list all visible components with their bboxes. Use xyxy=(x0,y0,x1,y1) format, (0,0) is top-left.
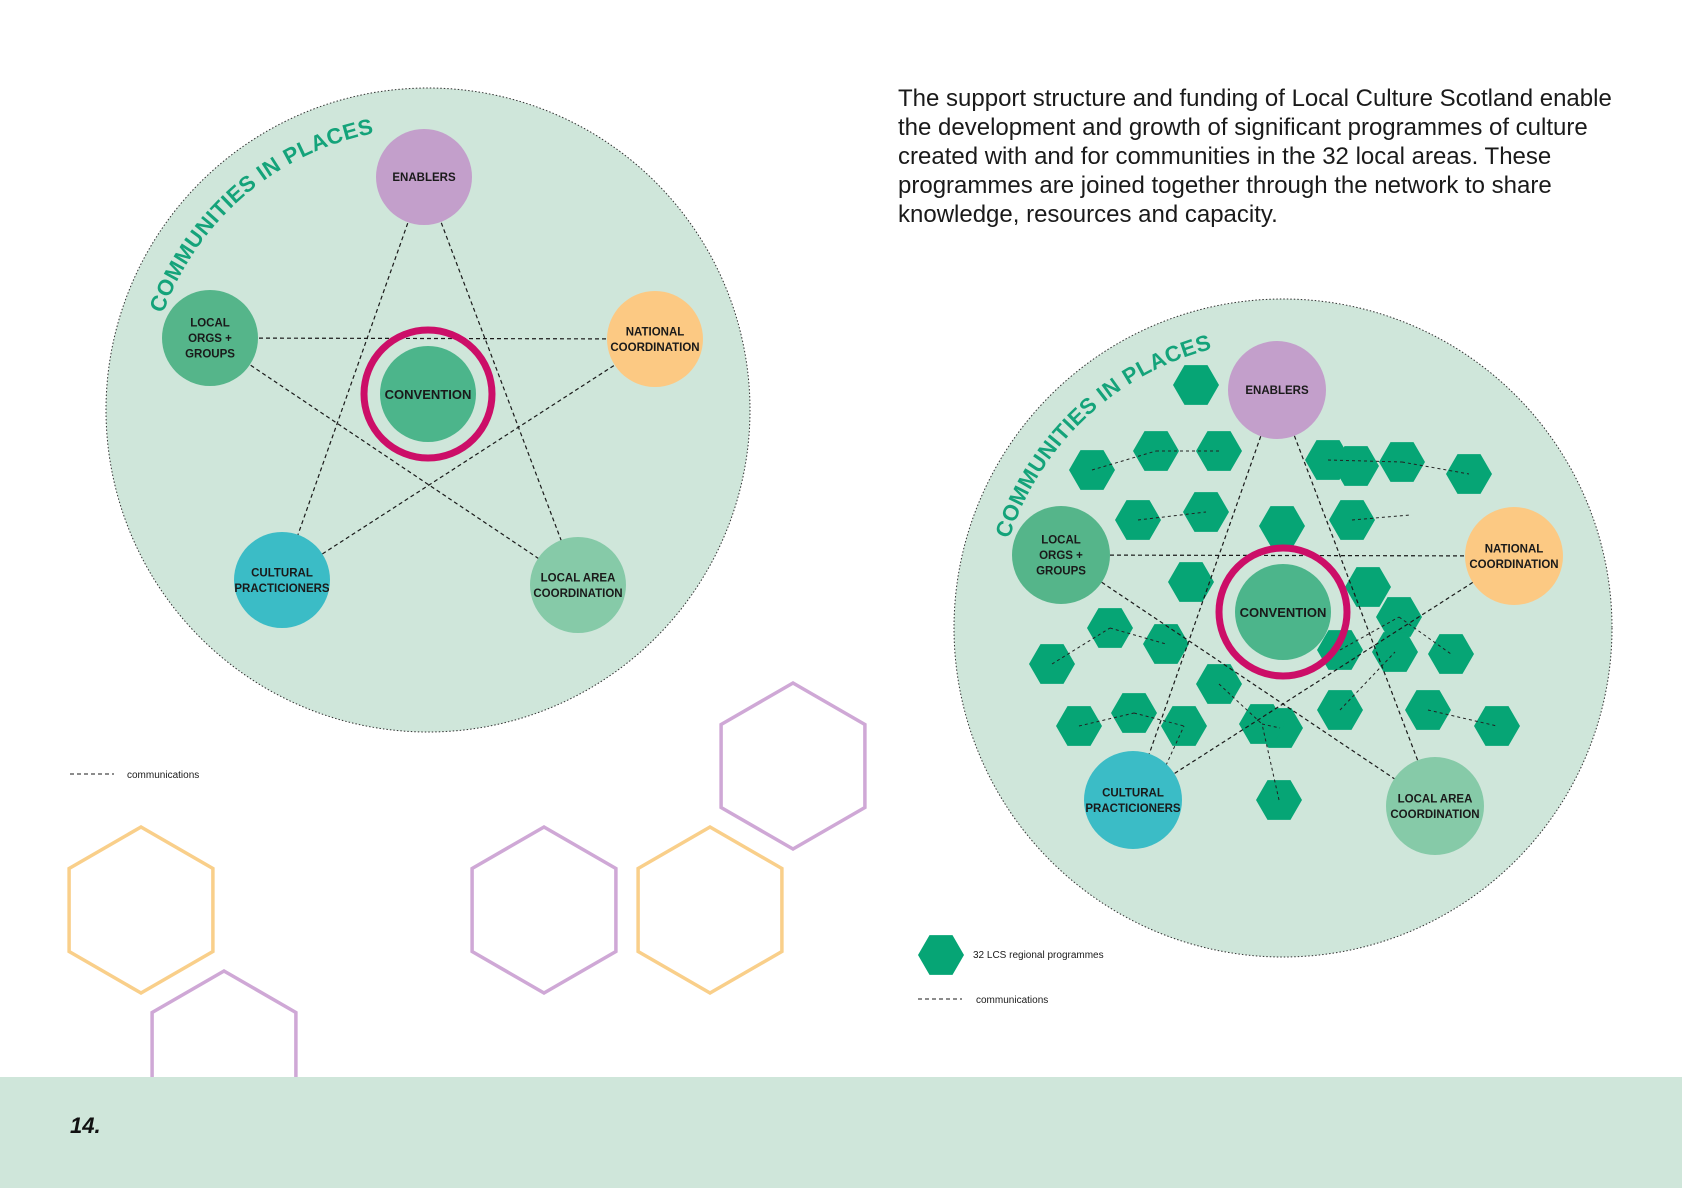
node-cultural-text: PRACTICIONERS xyxy=(234,583,330,595)
convention-node: CONVENTION xyxy=(1215,544,1351,680)
node-cultural: CULTURAL PRACTICIONERS xyxy=(1084,751,1182,849)
intro-paragraph: The support structure and funding of Loc… xyxy=(898,85,1612,228)
node-local-orgs-text: LOCAL xyxy=(1041,535,1081,547)
programme-link xyxy=(1398,616,1452,655)
communication-line xyxy=(209,337,579,586)
legend-communications-label: communications xyxy=(127,770,199,781)
node-circle xyxy=(234,532,330,628)
node-national-text: COORDINATION xyxy=(1469,559,1558,571)
node-local-orgs-text: ORGS + xyxy=(1039,550,1083,562)
node-local-orgs-text: GROUPS xyxy=(1036,566,1086,578)
communication-line xyxy=(1132,389,1278,801)
decorative-hexagon xyxy=(470,824,618,996)
convention-ring xyxy=(1215,544,1351,680)
node-circle xyxy=(1012,506,1110,604)
programme-hexagon xyxy=(1474,706,1520,746)
programme-hexagon xyxy=(1428,634,1474,674)
decorative-hexagon xyxy=(636,824,784,996)
legend-programmes-label: 32 LCS regional programmes xyxy=(973,950,1104,961)
node-circle xyxy=(607,291,703,387)
node-local-orgs: LOCAL ORGS + GROUPS xyxy=(1012,506,1110,604)
programme-hexagon xyxy=(1173,365,1219,405)
programme-link xyxy=(1133,712,1185,727)
node-national-text: NATIONAL xyxy=(626,326,685,338)
communication-line xyxy=(1132,555,1515,801)
programme-hexagon xyxy=(1143,624,1189,664)
communication-line xyxy=(1060,554,1515,557)
node-national: NATIONAL COORDINATION xyxy=(1465,507,1563,605)
node-cultural-text: PRACTICIONERS xyxy=(1085,803,1181,815)
node-circle xyxy=(162,290,258,386)
node-cultural-text: CULTURAL xyxy=(251,567,313,579)
programme-link xyxy=(1109,627,1167,645)
node-enablers-text: ENABLERS xyxy=(392,172,456,184)
node-national-text: COORDINATION xyxy=(610,342,699,354)
decorative-hexagons xyxy=(67,680,867,1140)
convention-label: CONVENTION xyxy=(1240,605,1327,620)
programme-hexagon xyxy=(1333,446,1379,486)
convention-circle xyxy=(1235,564,1331,660)
communication-line xyxy=(281,176,425,581)
node-circle xyxy=(1084,751,1182,849)
programme-link xyxy=(1218,683,1263,725)
node-enablers: ENABLERS xyxy=(1228,341,1326,439)
node-local-orgs-text: LOCAL xyxy=(190,318,230,330)
legend-right: 32 LCS regional programmes communications xyxy=(918,935,1104,1006)
node-national-text: NATIONAL xyxy=(1485,543,1544,555)
node-cultural: CULTURAL PRACTICIONERS xyxy=(234,532,330,628)
node-local-area-text: COORDINATION xyxy=(533,588,622,600)
node-local-orgs-text: ORGS + xyxy=(188,333,232,345)
node-circle xyxy=(376,129,472,225)
programme-hexagon xyxy=(1168,562,1214,602)
node-local-orgs-text: GROUPS xyxy=(185,349,235,361)
legend-hexagon-icon xyxy=(918,935,964,975)
programme-link xyxy=(1351,514,1411,521)
communication-lines xyxy=(1060,389,1515,807)
programme-link xyxy=(1051,627,1111,665)
node-local-orgs: LOCAL ORGS + GROUPS xyxy=(162,290,258,386)
page-number: 14. xyxy=(70,1113,101,1138)
communication-line xyxy=(423,176,579,586)
node-enablers-text: ENABLERS xyxy=(1245,385,1309,397)
programme-link xyxy=(1339,651,1396,711)
programme-hexagons xyxy=(1029,365,1520,820)
programme-hexagon xyxy=(1259,506,1305,546)
programme-link xyxy=(1401,461,1470,475)
programme-link xyxy=(1261,723,1280,801)
node-circle xyxy=(1386,757,1484,855)
legend-left: communications xyxy=(70,770,199,781)
node-circle xyxy=(1228,341,1326,439)
node-circle xyxy=(1465,507,1563,605)
convention-circle xyxy=(380,346,476,442)
convention-node: CONVENTION xyxy=(360,326,496,462)
programme-link xyxy=(1091,450,1157,471)
convention-ring xyxy=(360,326,496,462)
programme-link xyxy=(1327,459,1403,463)
footer-band xyxy=(0,1077,1682,1188)
communication-lines xyxy=(209,176,656,586)
legend-communications-label: communications xyxy=(976,995,1048,1006)
decorative-hexagon xyxy=(719,680,867,852)
programme-link xyxy=(1339,616,1400,651)
node-national: NATIONAL COORDINATION xyxy=(607,291,703,387)
node-local-area-text: LOCAL AREA xyxy=(541,572,616,584)
programme-hexagon xyxy=(1345,567,1391,607)
convention-label: CONVENTION xyxy=(385,387,472,402)
node-local-area: LOCAL AREA COORDINATION xyxy=(530,537,626,633)
node-cultural-text: CULTURAL xyxy=(1102,787,1164,799)
communication-line xyxy=(1060,554,1436,807)
decorative-hexagon xyxy=(67,824,215,996)
node-local-area: LOCAL AREA COORDINATION xyxy=(1386,757,1484,855)
node-local-area-text: COORDINATION xyxy=(1390,809,1479,821)
node-enablers: ENABLERS xyxy=(376,129,472,225)
node-local-area-text: LOCAL AREA xyxy=(1398,793,1473,805)
node-circle xyxy=(530,537,626,633)
